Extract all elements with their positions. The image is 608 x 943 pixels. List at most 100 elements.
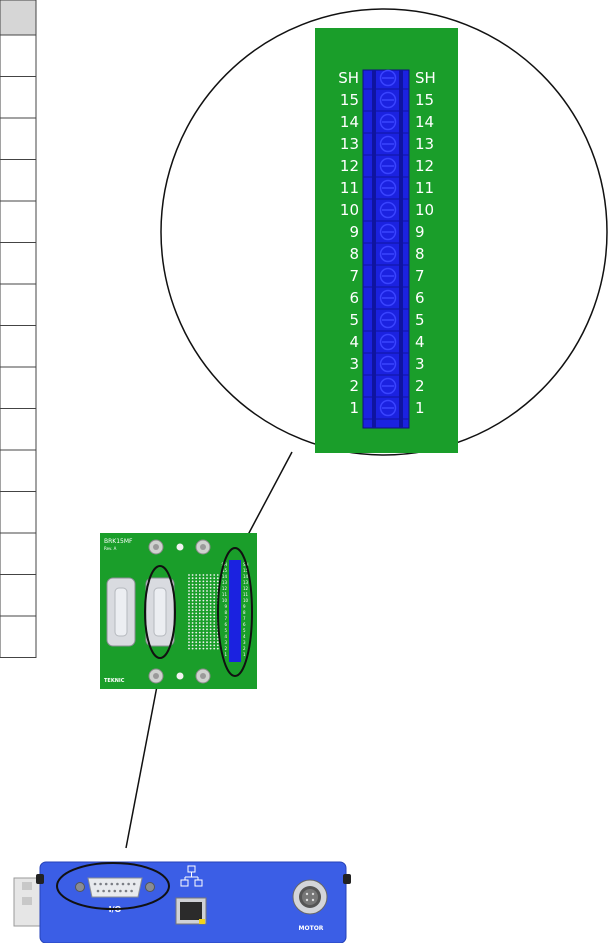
prototype-hole [209,580,212,583]
prototype-hole [188,593,190,596]
prototype-hole [198,631,201,634]
prototype-hole [198,625,201,628]
prototype-hole [198,618,201,621]
prototype-hole [202,644,205,647]
mounting-hole-bottom-left [148,668,164,684]
prototype-hole [198,580,201,583]
prototype-hole [206,599,208,602]
prototype-hole [209,634,212,637]
prototype-hole [202,622,205,624]
zoom-pin-label-right: 6 [415,289,425,307]
prototype-hole [188,634,190,637]
zoom-pin-label-right: 4 [415,333,425,351]
prototype-hole [198,628,201,631]
zoom-pin-label-right: 13 [415,135,434,153]
board-name: BRK15MF [104,538,133,545]
board-pin-label-left: 14 [222,574,228,579]
prototype-hole [191,599,194,602]
prototype-hole [202,583,205,586]
prototype-hole [198,577,201,580]
prototype-hole [198,596,201,599]
zoom-pin-label-left: 5 [349,311,359,329]
mounting-hole-bottom-right [195,668,211,684]
prototype-hole [195,606,198,608]
table-row [0,574,37,617]
table-row [0,117,37,160]
prototype-hole [198,574,201,576]
prototype-hole [191,580,194,583]
prototype-hole [202,593,205,596]
table-row [0,449,37,492]
zoom-pin-label-left: 9 [349,223,359,241]
prototype-hole [198,612,201,615]
prototype-hole [213,625,216,628]
terminal-screw [363,135,409,156]
zoom-pin-label-left: 7 [349,267,359,285]
pointer-line-terminal [240,451,293,549]
prototype-hole [198,602,201,605]
prototype-hole [213,574,216,576]
prototype-hole [195,586,198,589]
table-row [0,242,37,285]
prototype-hole [213,590,216,592]
prototype-hole [195,577,198,580]
prototype-hole [202,596,205,599]
prototype-hole [202,612,205,615]
prototype-hole [209,599,212,602]
prototype-hole [191,586,194,589]
zoom-pin-label-left: 15 [340,91,359,109]
board-pin-label-left: 6 [224,622,227,627]
network-icon [180,865,203,887]
prototype-hole [206,590,208,592]
prototype-hole [213,628,216,631]
prototype-hole [202,638,205,640]
prototype-hole [209,583,212,586]
board-pin-label-right: 7 [243,616,246,621]
prototype-hole [188,599,190,602]
prototype-hole [213,583,216,586]
prototype-hole [209,586,212,589]
prototype-hole [195,602,198,605]
prototype-hole [191,641,194,644]
prototype-hole [195,644,198,647]
prototype-hole [191,625,194,628]
table-row [0,159,37,202]
io-pin [119,889,122,893]
prototype-hole [191,583,194,586]
prototype-hole [206,580,208,583]
table-rows [0,34,37,658]
terminal-screw [363,91,409,112]
board-pin-label-left: 4 [224,634,227,639]
prototype-hole [209,577,212,580]
prototype-hole [191,631,194,634]
zoom-pin-label-right: 1 [415,399,425,417]
zoom-pin-label-left: 14 [340,113,359,131]
prototype-hole [202,647,205,650]
prototype-hole [202,609,205,612]
prototype-hole [191,638,194,640]
prototype-hole [206,574,208,576]
prototype-hole [206,631,208,634]
prototype-hole [195,580,198,583]
prototype-hole [195,596,198,599]
prototype-hole [213,612,216,615]
prototype-hole [188,590,190,592]
prototype-hole [195,590,198,592]
table-row [0,615,37,658]
prototype-hole [188,586,190,589]
prototype-hole [198,634,201,637]
prototype-hole [213,593,216,596]
prototype-hole [213,631,216,634]
board-terminal-block [229,560,241,662]
left-table-fragment [0,0,37,658]
prototype-hole [198,606,201,608]
prototype-hole [216,647,219,650]
prototype-hole [191,644,194,647]
prototype-hole [206,593,208,596]
prototype-hole [188,638,190,640]
zoom-pin-label-right: 8 [415,245,425,263]
prototype-hole [191,615,194,618]
zoom-pin-label-right: 9 [415,223,425,241]
